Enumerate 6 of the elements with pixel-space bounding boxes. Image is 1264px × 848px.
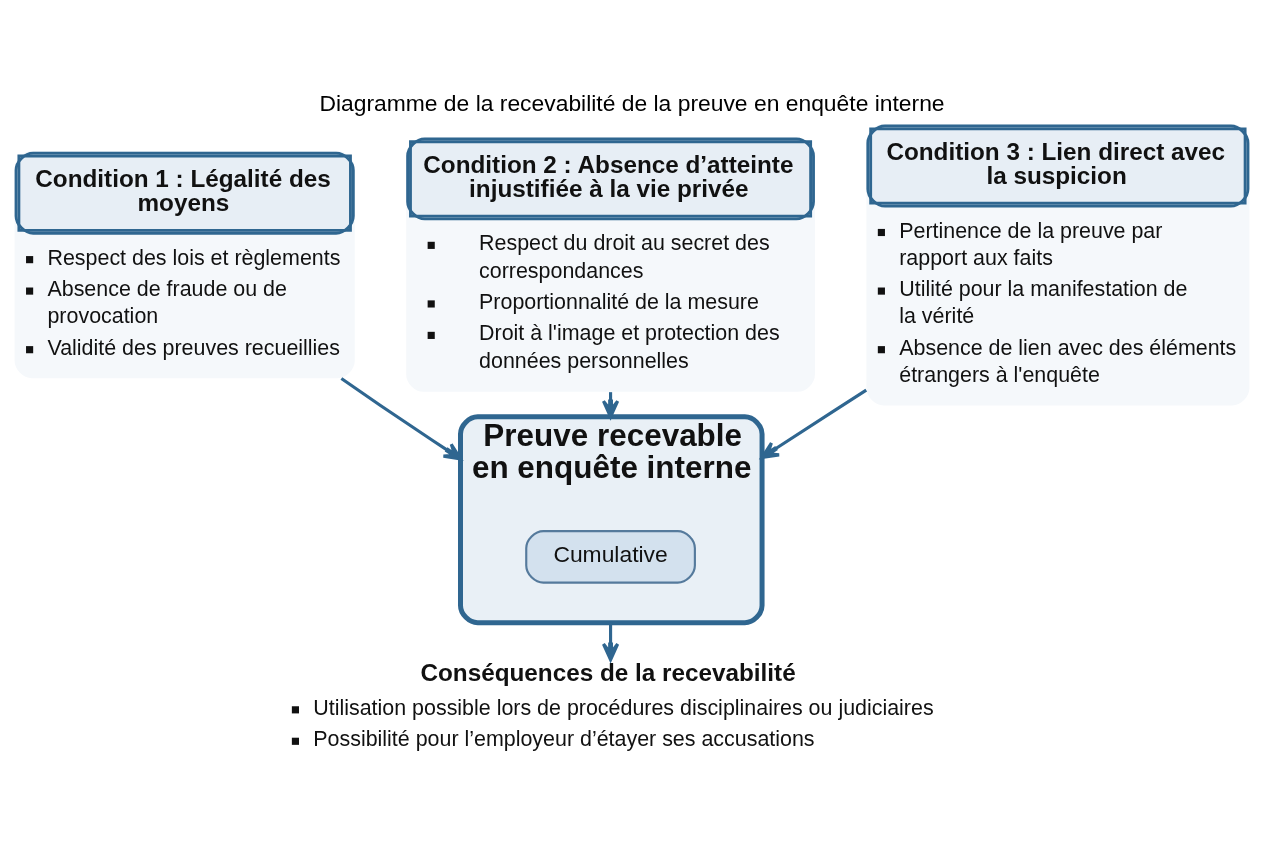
diagram-title: Diagramme de la recevabilité de la preuve en enquête interne: [319, 89, 945, 116]
arrow: [340, 377, 463, 461]
node-text: Conséquences de la recevabilité Utilisation possible lors de procédures disciplinaires ou judiciaires Possibilité pour l’employeur d’étayer ses accusations: [313, 659, 934, 752]
arrow: [760, 388, 868, 460]
node-box: Cumulative: [525, 530, 696, 584]
arrow: [601, 622, 620, 662]
